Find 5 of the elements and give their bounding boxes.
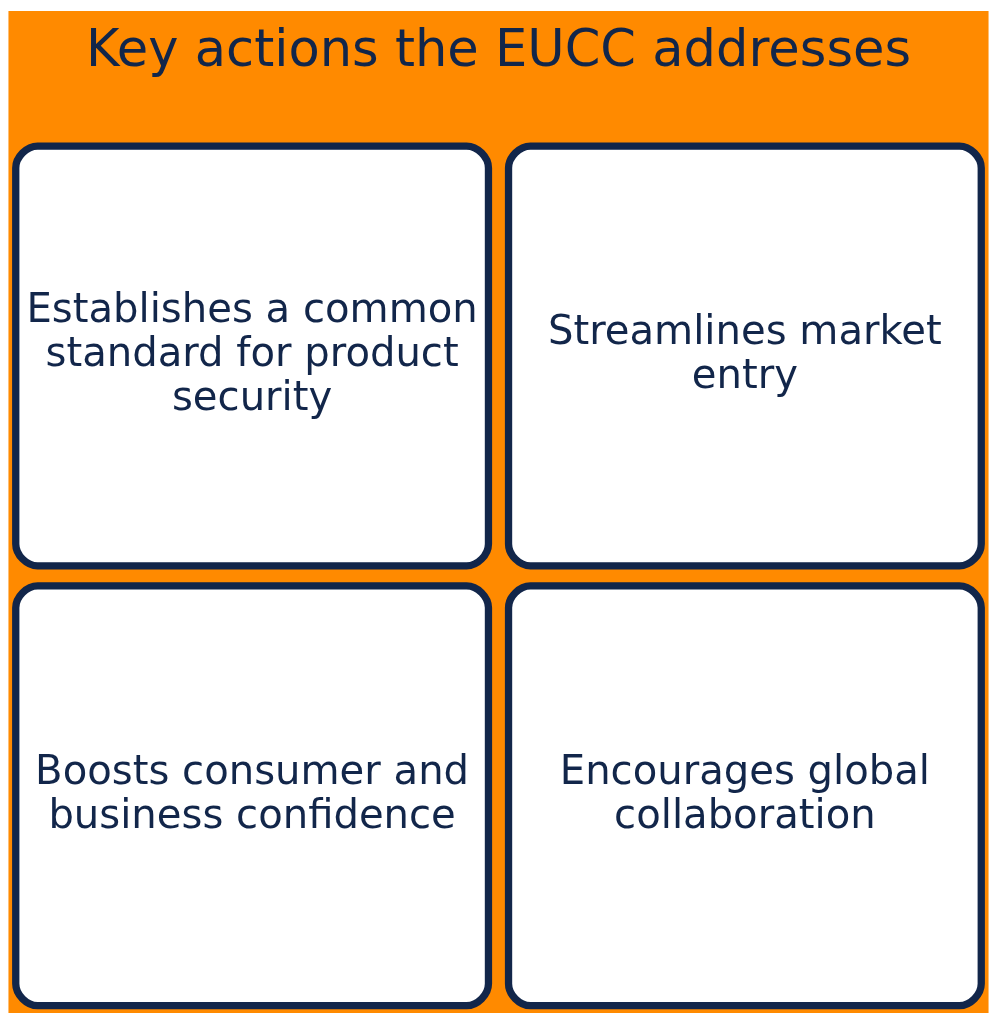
node-box: Establishes a common standard for product security — [12, 142, 493, 570]
node-box: Boosts consumer and business confidence — [12, 582, 493, 1010]
node-box: Streamlines market entry — [504, 142, 985, 570]
node-box: Encourages global collaboration — [504, 582, 985, 1010]
diagram-title: Key actions the EUCC addresses — [85, 19, 912, 79]
